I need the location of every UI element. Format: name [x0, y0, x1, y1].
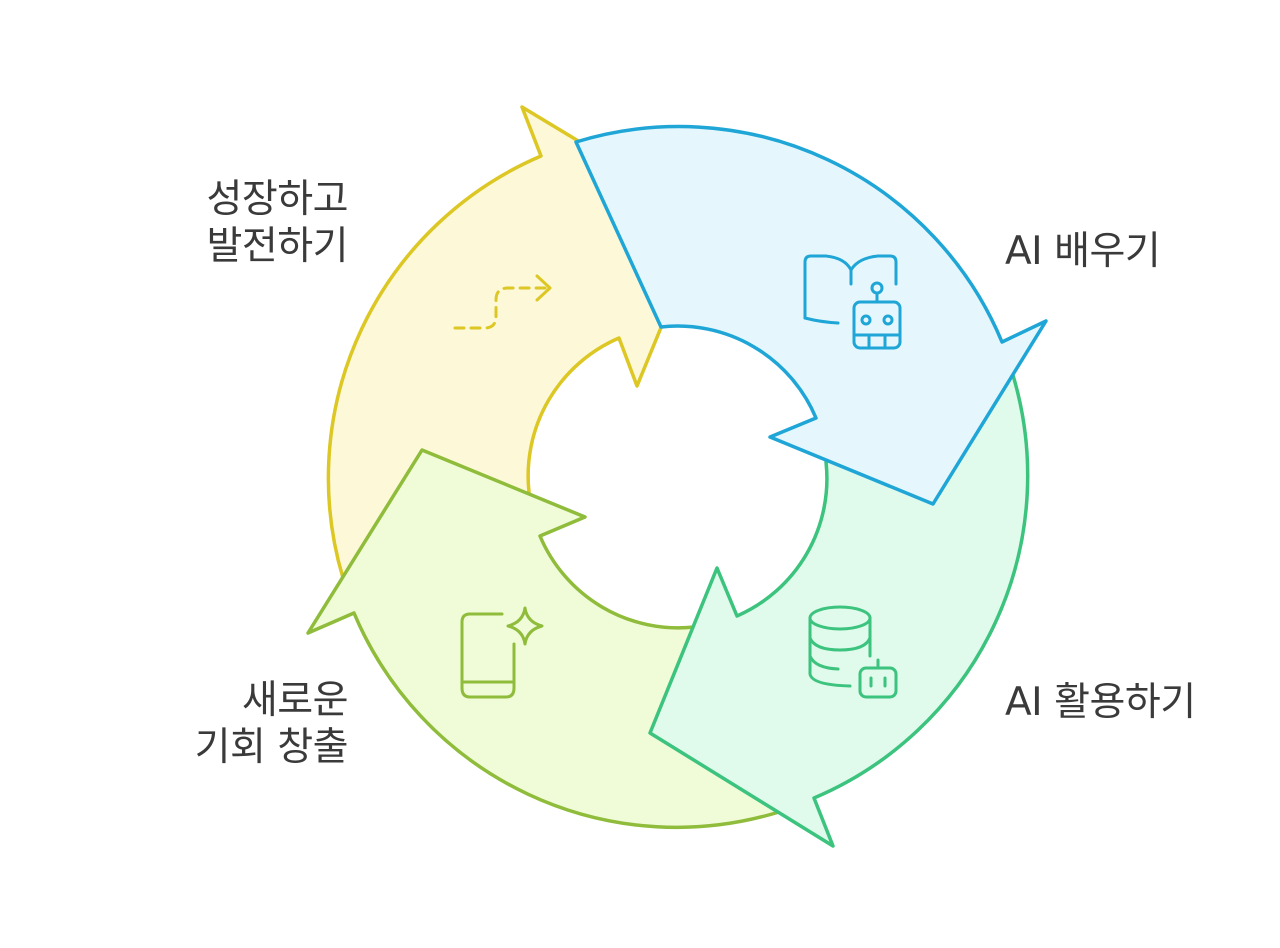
- stage-label-use-line-1: AI 활용하기: [1005, 680, 1196, 725]
- stage-label-grow-line-2: 발전하기: [206, 224, 348, 269]
- database-robot-icon: [808, 605, 898, 699]
- stage-label-learn-line-1: AI 배우기: [1005, 229, 1161, 274]
- stage-label-create: 새로운 기회 창출: [194, 677, 349, 771]
- stage-label-learn: AI 배우기: [1005, 228, 1161, 275]
- stage-label-grow: 성장하고 발전하기: [206, 176, 348, 270]
- book-robot-icon: [803, 254, 902, 350]
- dashed-path-arrow-icon: [453, 274, 552, 330]
- stage-label-use: AI 활용하기: [1005, 679, 1196, 726]
- stage-label-create-line-2: 기회 창출: [194, 725, 349, 770]
- stage-label-create-line-1: 새로운: [241, 678, 349, 723]
- phone-sparkle-icon: [460, 606, 544, 699]
- stage-label-grow-line-1: 성장하고: [206, 177, 348, 222]
- segment-learn: [574, 124, 1048, 506]
